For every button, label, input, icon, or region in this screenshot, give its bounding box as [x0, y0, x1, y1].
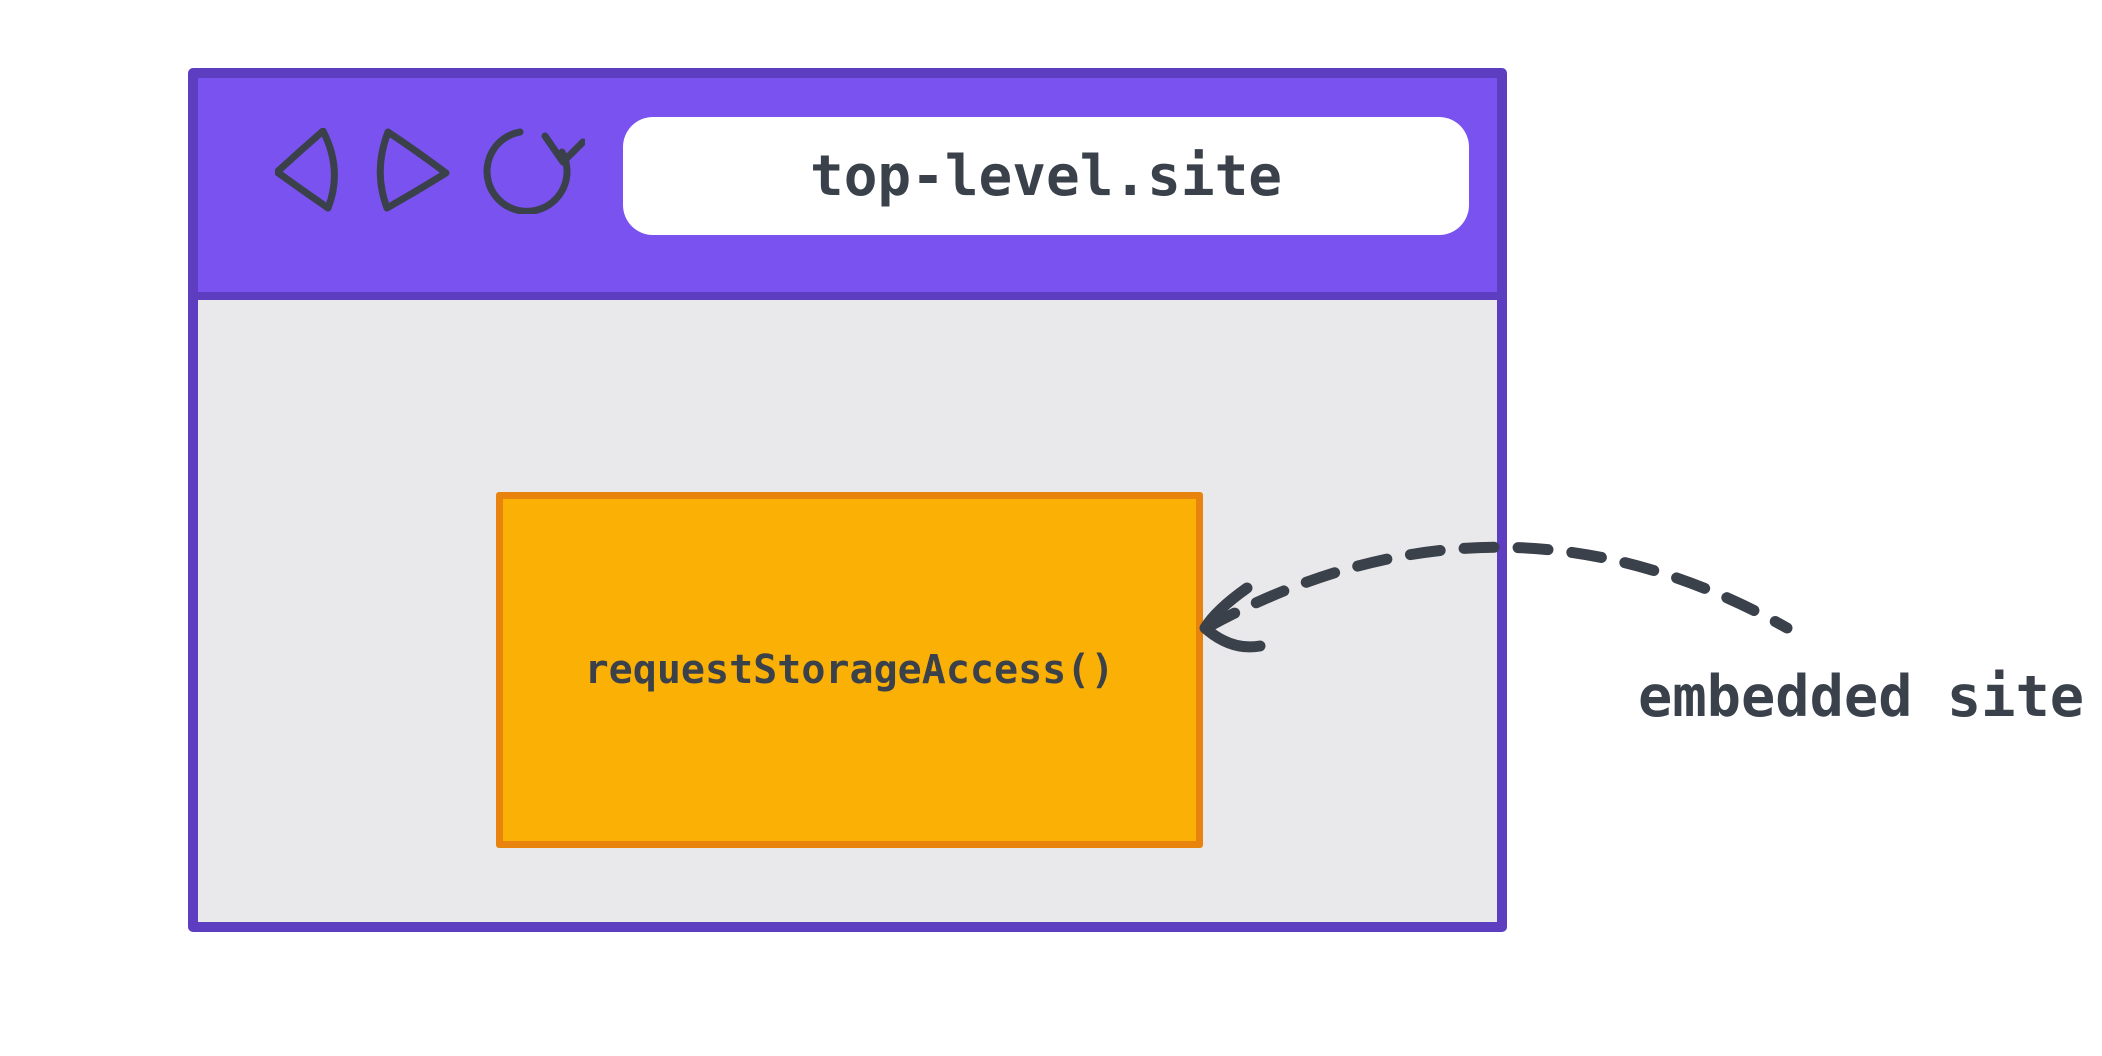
- nav-icons: [275, 128, 585, 214]
- embedded-frame-label: requestStorageAccess(): [584, 647, 1115, 693]
- browser-titlebar: top-level.site: [198, 78, 1497, 300]
- embedded-site-label: embedded site: [1638, 664, 2085, 730]
- embedded-iframe-box[interactable]: requestStorageAccess(): [496, 492, 1203, 848]
- browser-window: top-level.site requestStorageAccess(): [188, 68, 1507, 932]
- reload-icon[interactable]: [483, 128, 585, 214]
- address-bar[interactable]: top-level.site: [623, 117, 1469, 235]
- back-icon[interactable]: [275, 128, 338, 212]
- address-bar-url: top-level.site: [809, 143, 1282, 209]
- forward-icon[interactable]: [376, 128, 450, 212]
